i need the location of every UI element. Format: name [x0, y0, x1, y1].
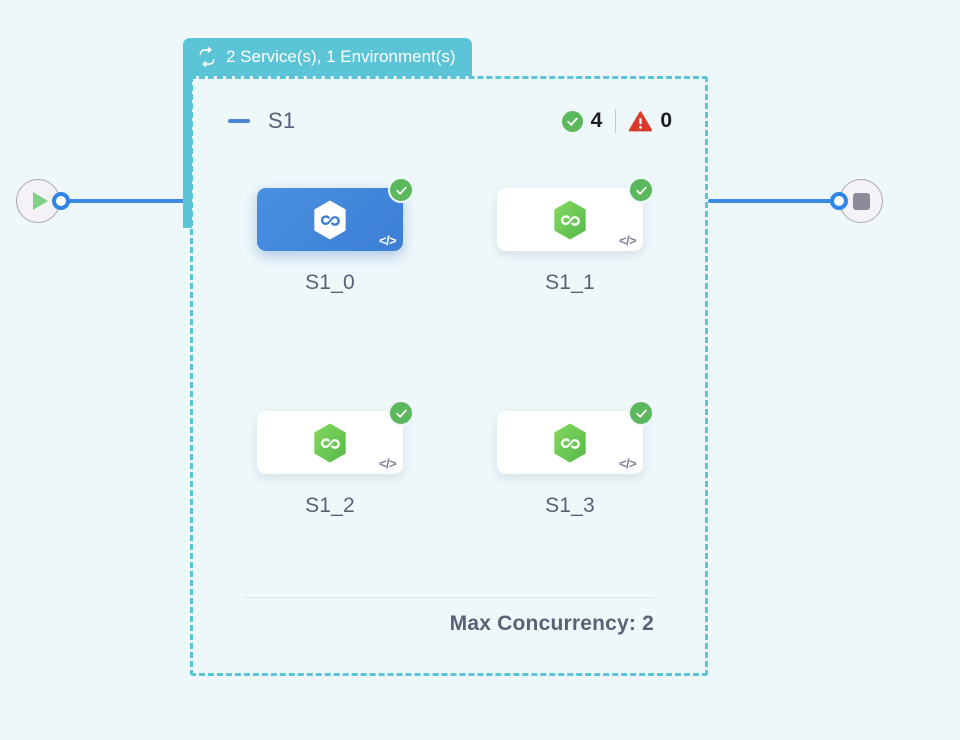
- edge-group-to-end: [708, 199, 838, 203]
- service-node-card[interactable]: </>: [257, 400, 414, 474]
- service-node-card[interactable]: </>: [497, 177, 654, 251]
- play-icon: [32, 192, 48, 210]
- success-stat: 4: [561, 109, 603, 133]
- code-brackets-icon[interactable]: </>: [619, 456, 637, 471]
- service-node-label: S1_3: [545, 494, 595, 517]
- service-node-s1-2[interactable]: </> S1_2: [257, 400, 414, 518]
- group-stats: 4 0: [561, 109, 672, 133]
- hexagon-infinity-icon: [314, 200, 346, 239]
- error-count: 0: [660, 109, 672, 132]
- code-brackets-icon[interactable]: </>: [379, 456, 397, 471]
- group-footer-divider: [244, 597, 654, 598]
- service-node-card[interactable]: </>: [497, 400, 654, 474]
- max-concurrency-label: Max Concurrency: 2: [449, 612, 654, 635]
- edge-start-to-group: [62, 199, 186, 203]
- service-node-s1-0[interactable]: </> S1_0: [257, 177, 414, 295]
- service-node-s1-3[interactable]: </> S1_3: [497, 400, 654, 518]
- code-brackets-icon[interactable]: </>: [619, 233, 637, 248]
- group-dashed-container: [190, 76, 708, 676]
- stats-divider: [615, 109, 617, 133]
- hexagon-infinity-icon: [554, 200, 586, 239]
- hexagon-infinity-icon: [554, 423, 586, 462]
- service-node-s1-1[interactable]: </> S1_1: [497, 177, 654, 295]
- service-node-label: S1_1: [545, 271, 595, 294]
- warning-triangle-icon: [629, 110, 653, 132]
- check-badge-icon: [388, 177, 414, 203]
- check-circle-icon: [561, 110, 583, 132]
- service-node-label: S1_0: [305, 271, 355, 294]
- group-name-label: S1: [268, 108, 296, 133]
- check-badge-icon: [388, 400, 414, 426]
- group-tab-label: 2 Service(s), 1 Environment(s): [226, 47, 456, 66]
- error-stat: 0: [629, 109, 672, 133]
- service-node-card[interactable]: </>: [257, 177, 414, 251]
- start-node-output-port[interactable]: [52, 192, 70, 210]
- loop-icon: [197, 47, 217, 67]
- group-header-row: S1 4 0: [228, 104, 672, 138]
- check-badge-icon: [628, 400, 654, 426]
- hexagon-infinity-icon: [314, 423, 346, 462]
- end-node-input-port[interactable]: [830, 192, 848, 210]
- success-count: 4: [590, 109, 603, 132]
- check-badge-icon: [628, 177, 654, 203]
- stop-icon: [852, 192, 870, 210]
- code-brackets-icon[interactable]: </>: [379, 233, 397, 248]
- service-node-label: S1_2: [305, 494, 355, 517]
- group-left-accent-bar: [183, 70, 192, 228]
- minus-icon[interactable]: [228, 119, 250, 123]
- group-header-tab[interactable]: 2 Service(s), 1 Environment(s): [183, 38, 472, 76]
